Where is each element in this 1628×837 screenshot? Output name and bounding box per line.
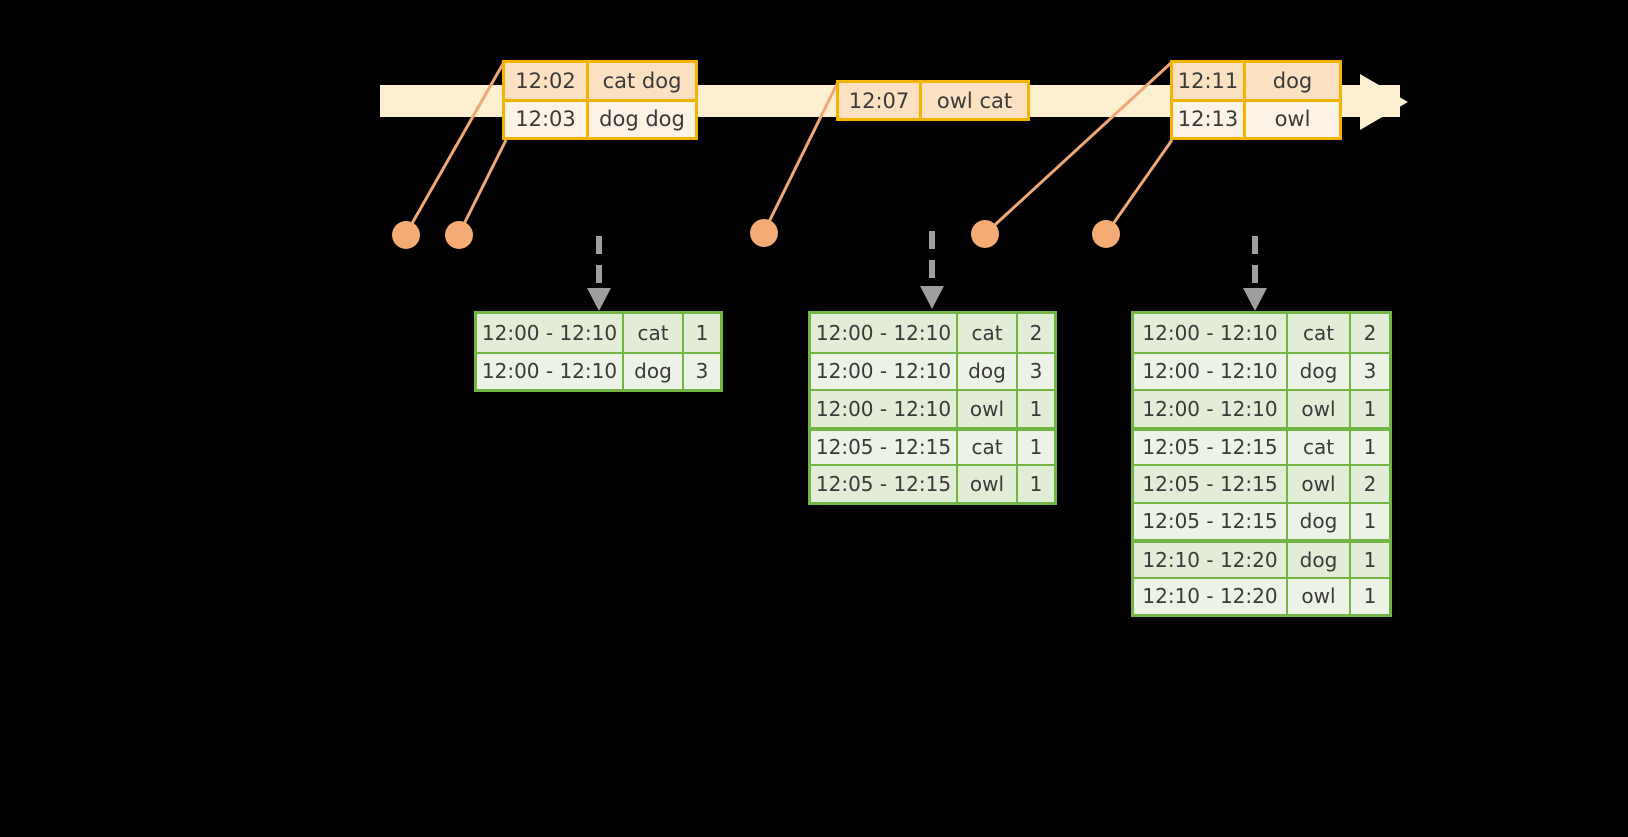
count-cell: 1: [1016, 391, 1054, 427]
result-table-3[interactable]: 12:00 - 12:10 cat 2 12:00 - 12:10 dog 3 …: [1131, 311, 1392, 617]
word-cell: cat: [956, 314, 1016, 352]
window-cell: 12:00 - 12:10: [1134, 314, 1286, 352]
event-time: 12:03: [505, 101, 589, 137]
word-cell: dog: [622, 353, 682, 389]
event-words: dog dog: [589, 101, 695, 137]
event-time: 12:02: [505, 63, 589, 99]
table-row: 12:05 - 12:15 cat 1: [811, 426, 1054, 464]
connector-line-5: [1104, 139, 1174, 235]
window-cell: 12:05 - 12:15: [1134, 430, 1286, 464]
window-cell: 12:05 - 12:15: [811, 430, 956, 464]
word-cell: dog: [956, 353, 1016, 389]
window-cell: 12:05 - 12:15: [811, 466, 956, 502]
window-cell: 12:05 - 12:15: [1134, 503, 1286, 539]
word-cell: cat: [1286, 314, 1349, 352]
table-row: 12:00 - 12:10 dog 3: [811, 351, 1054, 389]
count-cell: 2: [1349, 466, 1389, 502]
timeline-arrowhead: [1360, 74, 1408, 130]
window-cell: 12:00 - 12:10: [1134, 353, 1286, 389]
event-dot-1: [392, 221, 420, 249]
word-cell: dog: [1286, 353, 1349, 389]
table-row: 12:05 - 12:15 cat 1: [1134, 426, 1389, 464]
count-cell: 1: [1016, 430, 1054, 464]
event-row: 12:13 owl: [1173, 98, 1339, 137]
count-cell: 1: [1349, 578, 1389, 614]
window-cell: 12:00 - 12:10: [811, 314, 956, 352]
event-time: 12:11: [1173, 63, 1246, 99]
event-group-3[interactable]: 12:11 dog 12:13 owl: [1170, 60, 1342, 140]
count-cell: 3: [1349, 353, 1389, 389]
emit-arrow-head-2: [920, 286, 944, 309]
result-table-1[interactable]: 12:00 - 12:10 cat 1 12:00 - 12:10 dog 3: [474, 311, 723, 392]
event-words: owl: [1246, 101, 1339, 137]
table-row: 12:05 - 12:15 dog 1: [1134, 501, 1389, 539]
connector-line-2: [457, 139, 508, 235]
word-cell: cat: [1286, 430, 1349, 464]
count-cell: 2: [1016, 314, 1054, 352]
count-cell: 2: [1349, 314, 1389, 352]
table-row: 12:05 - 12:15 owl 1: [811, 464, 1054, 502]
window-cell: 12:10 - 12:20: [1134, 578, 1286, 614]
window-cell: 12:10 - 12:20: [1134, 543, 1286, 577]
word-cell: dog: [1286, 503, 1349, 539]
table-row: 12:00 - 12:10 cat 2: [1134, 314, 1389, 352]
emit-arrow-head-1: [587, 288, 611, 311]
table-row: 12:00 - 12:10 dog 3: [477, 351, 720, 389]
event-group-1[interactable]: 12:02 cat dog 12:03 dog dog: [502, 60, 698, 140]
table-row: 12:00 - 12:10 cat 2: [811, 314, 1054, 352]
table-row: 12:10 - 12:20 owl 1: [1134, 576, 1389, 614]
table-row: 12:05 - 12:15 owl 2: [1134, 464, 1389, 502]
count-cell: 1: [1016, 466, 1054, 502]
event-words: dog: [1246, 63, 1339, 99]
count-cell: 1: [1349, 503, 1389, 539]
table-row: 12:00 - 12:10 dog 3: [1134, 351, 1389, 389]
table-row: 12:00 - 12:10 owl 1: [1134, 389, 1389, 427]
event-dot-5: [1092, 220, 1120, 248]
window-cell: 12:00 - 12:10: [1134, 391, 1286, 427]
event-dot-3: [750, 219, 778, 247]
count-cell: 3: [1016, 353, 1054, 389]
table-row: 12:10 - 12:20 dog 1: [1134, 539, 1389, 577]
event-words: owl cat: [922, 83, 1027, 118]
event-dot-4: [971, 220, 999, 248]
event-row: 12:07 owl cat: [839, 83, 1027, 118]
word-cell: cat: [956, 430, 1016, 464]
word-cell: owl: [956, 391, 1016, 427]
result-table-2[interactable]: 12:00 - 12:10 cat 2 12:00 - 12:10 dog 3 …: [808, 311, 1057, 505]
table-row: 12:00 - 12:10 owl 1: [811, 389, 1054, 427]
event-words: cat dog: [589, 63, 695, 99]
event-row: 12:03 dog dog: [505, 98, 695, 137]
word-cell: owl: [1286, 391, 1349, 427]
word-cell: owl: [956, 466, 1016, 502]
event-time: 12:07: [839, 83, 922, 118]
count-cell: 1: [1349, 543, 1389, 577]
event-group-2[interactable]: 12:07 owl cat: [836, 80, 1030, 121]
count-cell: 1: [1349, 391, 1389, 427]
event-time: 12:13: [1173, 101, 1246, 137]
window-cell: 12:00 - 12:10: [477, 314, 622, 352]
window-cell: 12:00 - 12:10: [477, 353, 622, 389]
word-cell: dog: [1286, 543, 1349, 577]
window-cell: 12:00 - 12:10: [811, 353, 956, 389]
window-cell: 12:00 - 12:10: [811, 391, 956, 427]
count-cell: 1: [682, 314, 720, 352]
event-row: 12:02 cat dog: [505, 63, 695, 99]
event-row: 12:11 dog: [1173, 63, 1339, 99]
event-dot-2: [445, 221, 473, 249]
window-cell: 12:05 - 12:15: [1134, 466, 1286, 502]
word-cell: owl: [1286, 578, 1349, 614]
word-cell: cat: [622, 314, 682, 352]
table-row: 12:00 - 12:10 cat 1: [477, 314, 720, 352]
emit-arrow-head-3: [1243, 288, 1267, 311]
word-cell: owl: [1286, 466, 1349, 502]
count-cell: 1: [1349, 430, 1389, 464]
count-cell: 3: [682, 353, 720, 389]
